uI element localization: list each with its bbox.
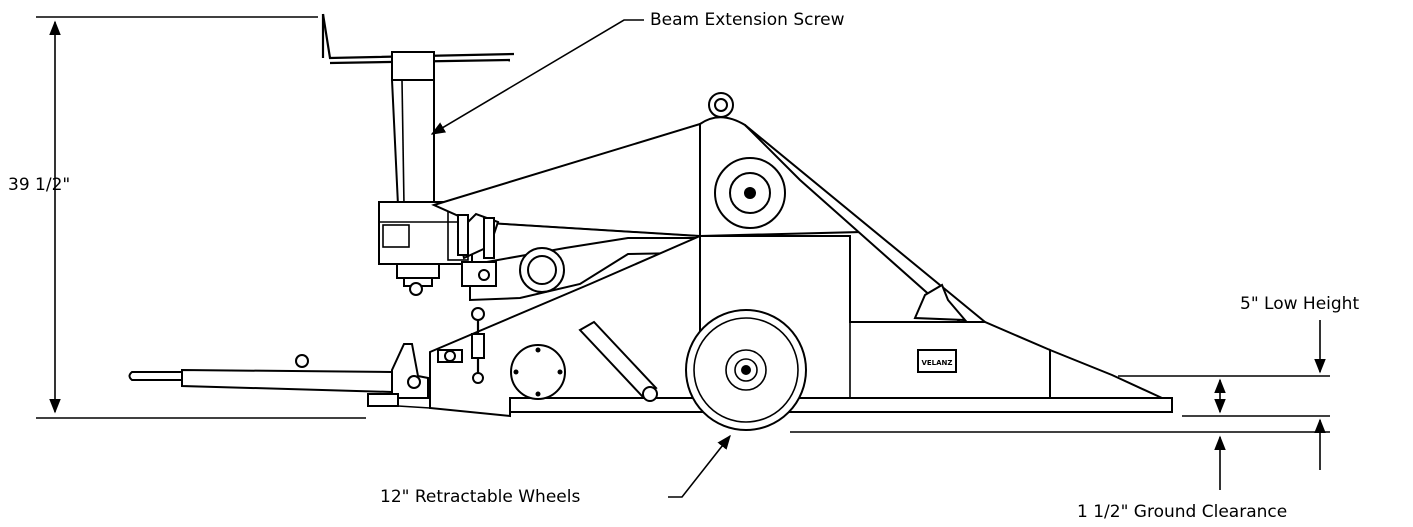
center-housing [699,92,988,323]
beam-extension-screw-label: Beam Extension Screw [650,10,845,30]
beam-extension-screw-callout: Beam Extension Screw [430,10,845,135]
low-height-label: 5" Low Height [1240,294,1359,314]
tow-bar [128,343,431,409]
lower-body: VELANZ [429,234,1173,418]
ground-clearance-dimension: 1 1/2" Ground Clearance [1077,418,1326,522]
retractable-wheels-callout: 12" Retractable Wheels [380,434,731,507]
low-height-dimension: 5" Low Height [1214,294,1359,414]
ground-clearance-label: 1 1/2" Ground Clearance [1077,502,1287,522]
nameplate [917,349,957,373]
overall-height-label: 39 1/2" [8,175,70,195]
upper-beam [431,122,741,302]
nameplate-text: VELANZ [921,359,952,367]
retractable-wheels-label: 12" Retractable Wheels [380,487,580,507]
retractable-wheel [685,309,807,431]
overall-height-dimension: 39 1/2" [8,16,366,419]
reference-lines [790,375,1330,433]
